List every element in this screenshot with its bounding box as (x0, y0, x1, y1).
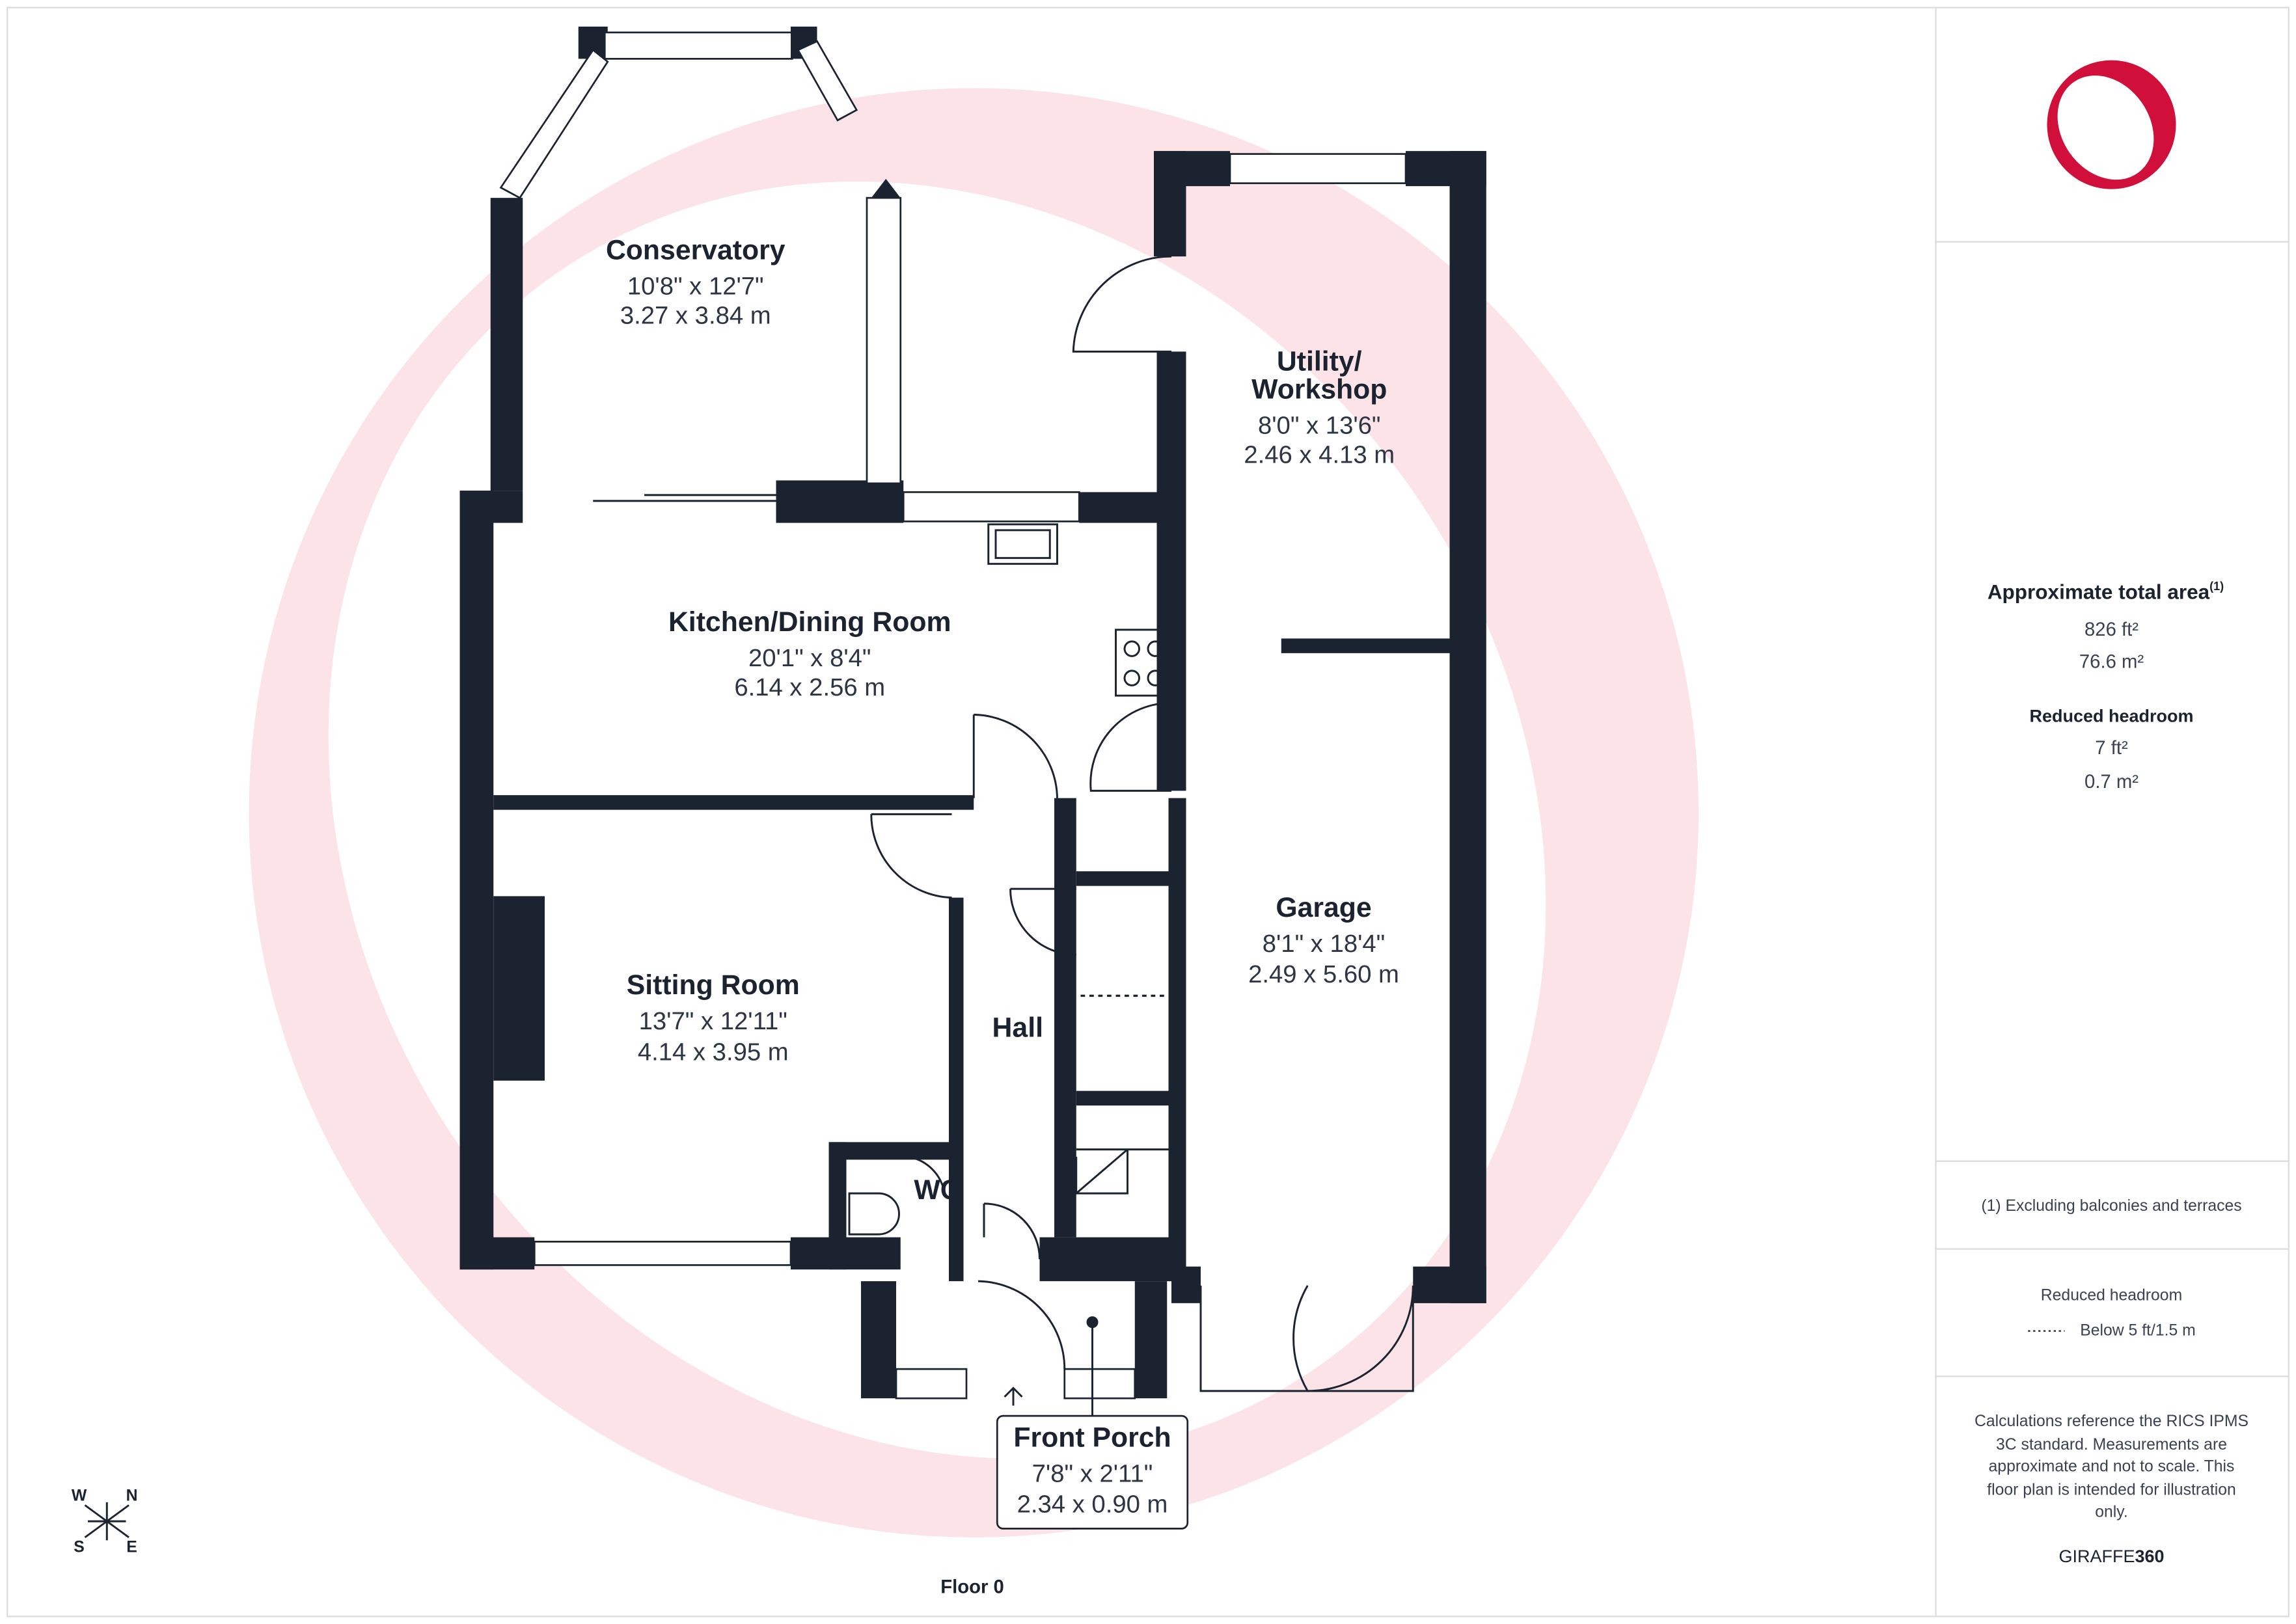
compass-s: S (74, 1538, 85, 1556)
room-name: Conservatory (606, 235, 786, 266)
page-border (7, 7, 2289, 1617)
brand-logo (2047, 60, 2176, 189)
floor-label: Floor 0 (940, 1577, 1004, 1597)
room-name: Workshop (1251, 373, 1387, 405)
room-dim-imperial: 8'0" x 13'6" (1258, 411, 1381, 439)
disclaimer-line: 3C standard. Measurements are (1996, 1436, 2227, 1454)
compass-icon: W N S E (72, 1487, 138, 1556)
kitchen-sink-icon (987, 523, 1058, 565)
total-area-m: 76.6 m² (2079, 651, 2144, 672)
room-dim-metric: 6.14 x 2.56 m (734, 673, 885, 701)
porch-leader-dot (1086, 1316, 1099, 1329)
room-dim-imperial: 8'1" x 18'4" (1263, 930, 1386, 958)
room-name: Sitting Room (627, 969, 800, 1001)
room-dim-imperial: 13'7" x 12'11" (639, 1007, 787, 1035)
walls (459, 26, 1486, 1400)
room-name: Kitchen/Dining Room (668, 606, 951, 638)
room-dim-metric: 2.46 x 4.13 m (1244, 440, 1395, 468)
room-conservatory: Conservatory 10'8" x 12'7" 3.27 x 3.84 m (606, 235, 786, 330)
room-name: Garage (1276, 892, 1371, 923)
room-kitchen: Kitchen/Dining Room 20'1" x 8'4" 6.14 x … (668, 606, 951, 701)
legend-item: Below 5 ft/1.5 m (2080, 1321, 2195, 1339)
hob-icon (1115, 629, 1173, 697)
door-swings (848, 255, 1414, 1392)
room-dim-metric: 2.34 x 0.90 m (1017, 1491, 1168, 1519)
compass-w: W (72, 1487, 87, 1505)
brand-wordmark: GIRAFFE360 (2058, 1547, 2164, 1566)
room-dim-imperial: 20'1" x 8'4" (748, 644, 871, 672)
room-hall: Hall (992, 1012, 1043, 1043)
room-dim-metric: 4.14 x 3.95 m (638, 1038, 789, 1066)
room-name: Utility/ (1277, 346, 1362, 377)
room-dim-metric: 2.49 x 5.60 m (1248, 960, 1399, 988)
room-name: Front Porch (1013, 1422, 1171, 1453)
reduced-headroom-title: Reduced headroom (2029, 707, 2193, 726)
disclaimer-line: only. (2095, 1503, 2127, 1521)
room-garage: Garage 8'1" x 18'4" 2.49 x 5.60 m (1248, 892, 1399, 988)
total-area-title: Approximate total area(1) (1988, 580, 2224, 604)
total-area-ft: 826 ft² (2084, 619, 2139, 640)
reduced-m: 0.7 m² (2084, 772, 2139, 792)
room-sitting: Sitting Room 13'7" x 12'11" 4.14 x 3.95 … (627, 969, 800, 1066)
legend-title: Reduced headroom (2041, 1286, 2182, 1304)
disclaimer-line: Calculations reference the RICS IPMS (1975, 1413, 2248, 1430)
room-wc: WC (914, 1174, 960, 1206)
footnote: (1) Excluding balconies and terraces (1981, 1197, 2241, 1215)
room-utility: Utility/ Workshop 8'0" x 13'6" 2.46 x 4.… (1244, 346, 1395, 469)
reduced-ft: 7 ft² (2095, 738, 2128, 759)
room-dim-imperial: 10'8" x 12'7" (627, 273, 764, 301)
disclaimer-line: approximate and not to scale. This (1989, 1458, 2235, 1476)
compass-e: E (126, 1538, 137, 1556)
room-dim-imperial: 7'8" x 2'11" (1032, 1459, 1153, 1487)
room-porch: Front Porch 7'8" x 2'11" 2.34 x 0.90 m (996, 1414, 1189, 1530)
disclaimer-line: floor plan is intended for illustration (1987, 1482, 2235, 1499)
entrance-arrow-icon (1004, 1387, 1023, 1406)
arrow-icon (1162, 736, 1186, 758)
room-dim-metric: 3.27 x 3.84 m (620, 302, 771, 330)
compass-n: N (126, 1487, 138, 1505)
